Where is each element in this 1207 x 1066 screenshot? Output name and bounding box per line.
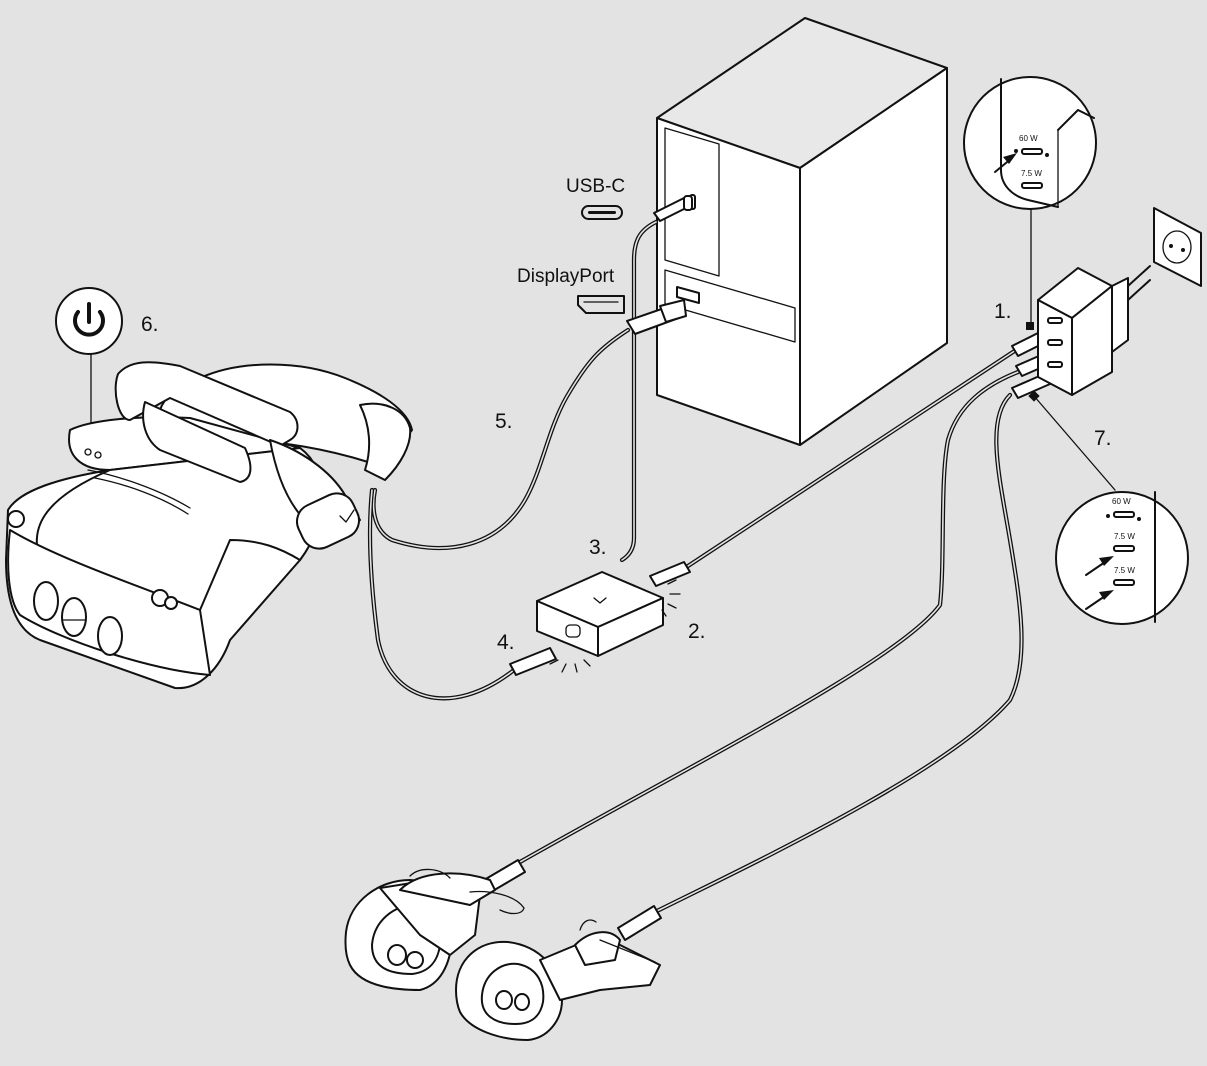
controller-left [344,868,525,991]
callout-bottom-7-5w-label-a: 7.5 W [1114,532,1135,541]
callout-top-60w-label: 60 W [1019,134,1038,143]
arrow-icon [1085,590,1114,610]
displayport-label: DisplayPort [517,266,615,287]
power-adapter [1026,265,1151,402]
step-6-label: 6. [141,313,159,336]
arrow-icon [994,153,1017,173]
callout-bottom-60w-label: 60 W [1112,497,1131,506]
callout-leader-bottom [1033,395,1116,491]
link-box-port-icon [565,624,581,638]
pc-tower [656,17,948,446]
charger-callout-bottom [1055,491,1189,625]
callout-bottom-7-5w-label-b: 7.5 W [1114,566,1135,575]
step-2-label: 2. [688,620,706,643]
controller-right [455,919,661,1041]
wall-outlet-icon [1153,207,1202,287]
headset-cable [367,487,557,701]
power-icon [73,302,105,337]
usb-c-cable [619,195,693,563]
displayport-cable [371,299,687,551]
step-3-label: 3. [589,536,607,559]
step-5-label: 5. [495,410,513,433]
vr-headset [5,361,413,690]
link-box [536,571,681,673]
pc-displayport-slot [676,286,700,304]
step-1-label: 1. [994,300,1012,323]
link-box-status-light [549,579,681,673]
arrow-icon [1085,556,1114,576]
charger-callout-top [963,76,1097,210]
controller-cable-left [483,351,1055,893]
controller-cable-right [617,373,1051,941]
displayport-port-icon [577,295,625,314]
power-button-callout [55,287,123,438]
usb-c-port-icon [581,205,623,220]
usb-c-label: USB-C [566,176,626,197]
callout-top-7-5w-label: 7.5 W [1021,169,1042,178]
step-4-label: 4. [497,631,515,654]
step-7-label: 7. [1094,427,1112,450]
